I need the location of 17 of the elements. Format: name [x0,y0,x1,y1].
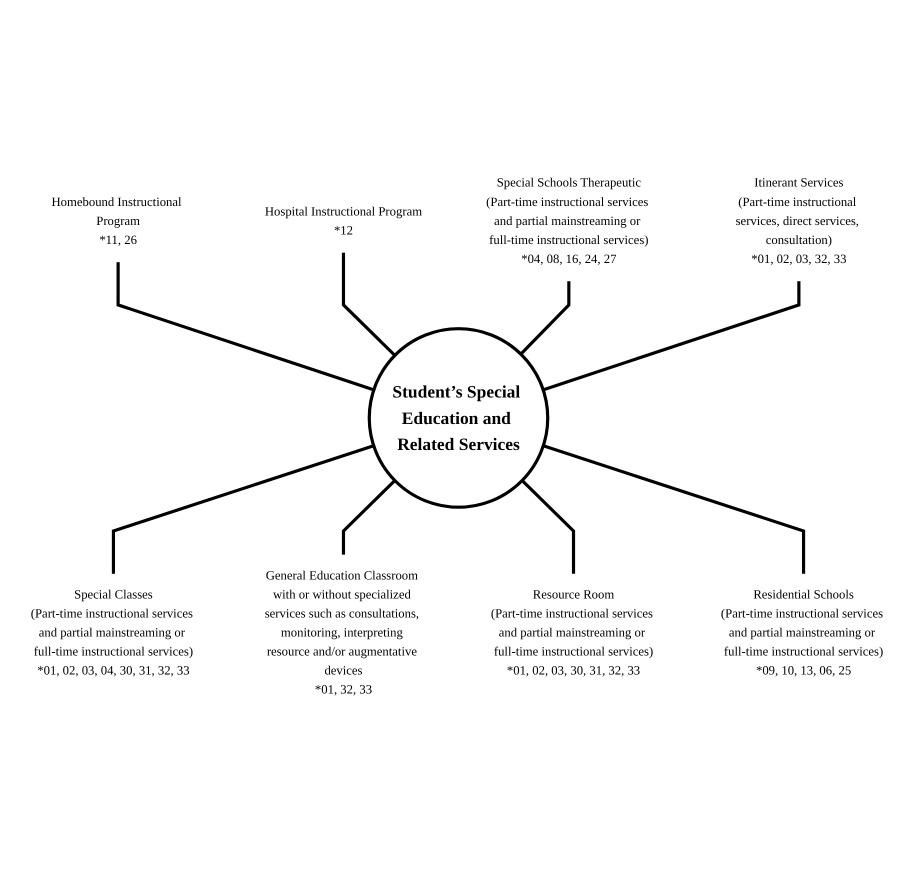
connector [116,262,374,392]
node-text: Residential Schools (Part-time instructional services and partial mainstreaming or full-time instructional services) *09, 10, 13, 06, 25 [720,588,884,678]
connector [342,479,396,555]
connector [112,444,374,574]
node-text: Hospital Instructional Program *12 [264,204,422,238]
connector [521,479,576,574]
node-circle: Student’s Special Education and Related Services [368,327,550,509]
node-text: Resource Room (Part-time instructional services and partial mainstreaming or full-time instructional services) *01, 02, 03, 30, 31, 32, 33 [490,588,654,678]
connector [542,281,800,392]
node-text: Homebound Instructional Program *11, 26 [52,195,182,248]
connector [542,444,806,574]
node-text: Special Schools Therapeutic (Part-time instructional services and partial mainstreaming or full-time instructional services) *04, 08, 16, 24, 27 [486,176,648,266]
node-text: Itinerant Services (Part-time instructional services, direct services, consultation) *01, 02, 03, 32, 33 [736,176,859,266]
connector [520,281,570,356]
connector [342,252,396,357]
node-text: Special Classes (Part-time instructional services and partial mainstreaming or full-time instructional services) *01, 02, 03, 04, 30, 31, 32, 33 [30,588,194,678]
node-text: General Education Classroom with or without specialized services such as consultations, monitoring, interpreting resource and/or augmentative devices *01, 32, 33 [264,569,420,697]
